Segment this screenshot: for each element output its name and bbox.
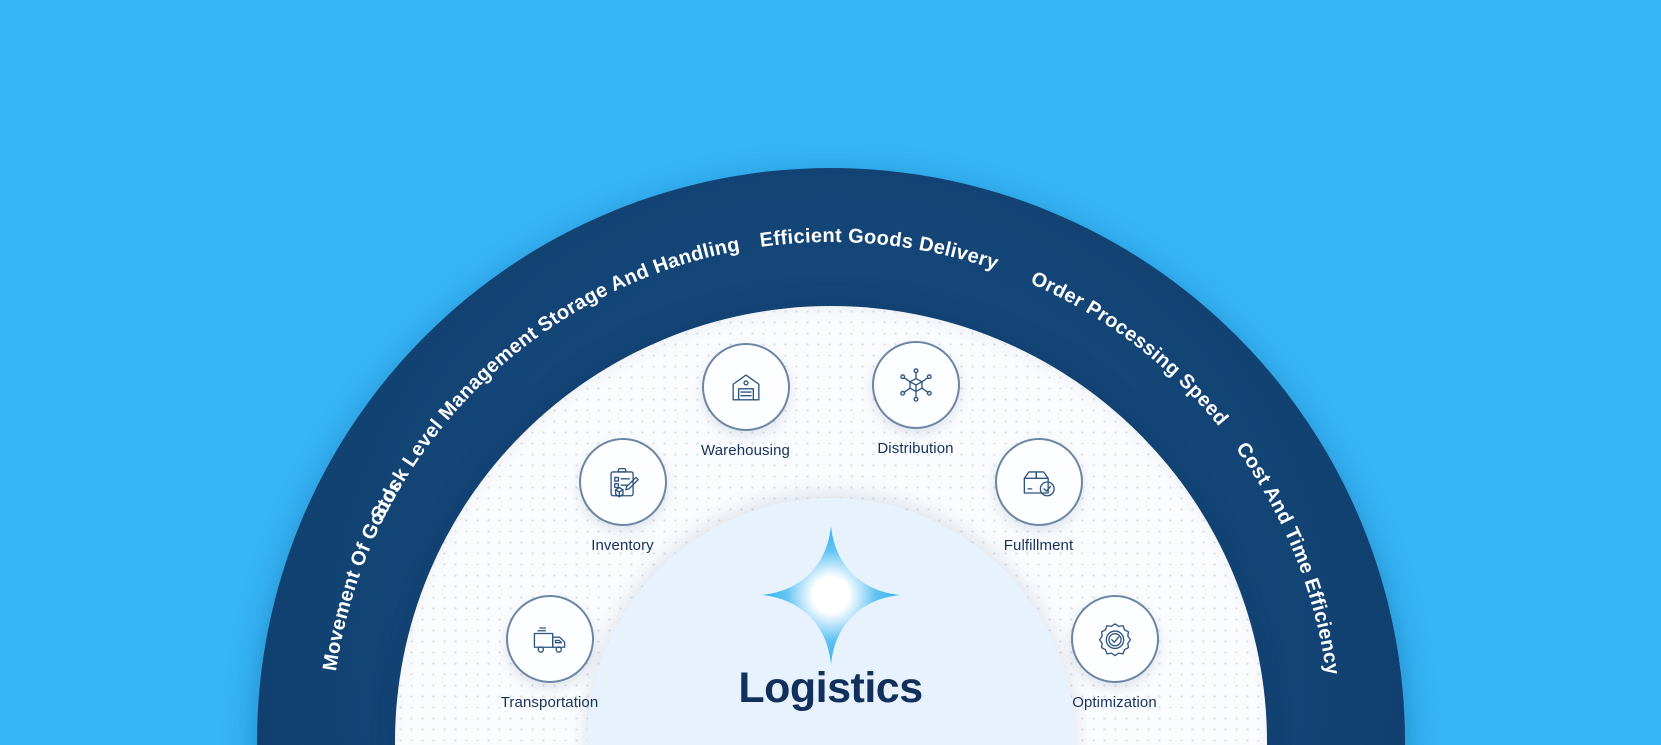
delivery-truck-icon xyxy=(533,627,565,653)
node-inventory-label: Inventory xyxy=(591,537,654,554)
brand-name: Logistics xyxy=(738,664,923,712)
brand-block: Logistics xyxy=(621,520,1041,713)
node-distribution-label: Distribution xyxy=(877,440,954,457)
node-distribution-icon-circle[interactable] xyxy=(871,341,960,429)
node-optimization[interactable]: Optimization xyxy=(1030,595,1200,711)
four-point-star-sparkle-icon xyxy=(761,525,900,665)
gear-check-icon xyxy=(1098,623,1131,657)
node-warehousing-icon-circle[interactable] xyxy=(701,343,790,431)
node-warehousing[interactable]: Warehousing xyxy=(661,343,831,459)
node-inventory[interactable]: Inventory xyxy=(538,438,708,554)
node-inventory-icon-circle[interactable] xyxy=(578,438,667,526)
node-fulfillment-label: Fulfillment xyxy=(1003,537,1074,554)
distribution-network-icon xyxy=(899,368,932,402)
node-transportation[interactable]: Transportation xyxy=(465,595,635,711)
node-transportation-label: Transportation xyxy=(500,694,599,711)
warehouse-icon xyxy=(732,374,759,401)
node-optimization-icon-circle[interactable] xyxy=(1070,595,1159,683)
node-warehousing-label: Warehousing xyxy=(701,442,790,459)
node-fulfillment[interactable]: Fulfillment xyxy=(954,438,1124,554)
clipboard-checklist-icon xyxy=(609,467,639,498)
node-optimization-label: Optimization xyxy=(1072,694,1157,711)
node-transportation-icon-circle[interactable] xyxy=(505,595,594,683)
box-check-icon xyxy=(1023,471,1055,497)
node-fulfillment-icon-circle[interactable] xyxy=(994,438,1083,526)
node-distribution[interactable]: Distribution xyxy=(831,341,1001,457)
